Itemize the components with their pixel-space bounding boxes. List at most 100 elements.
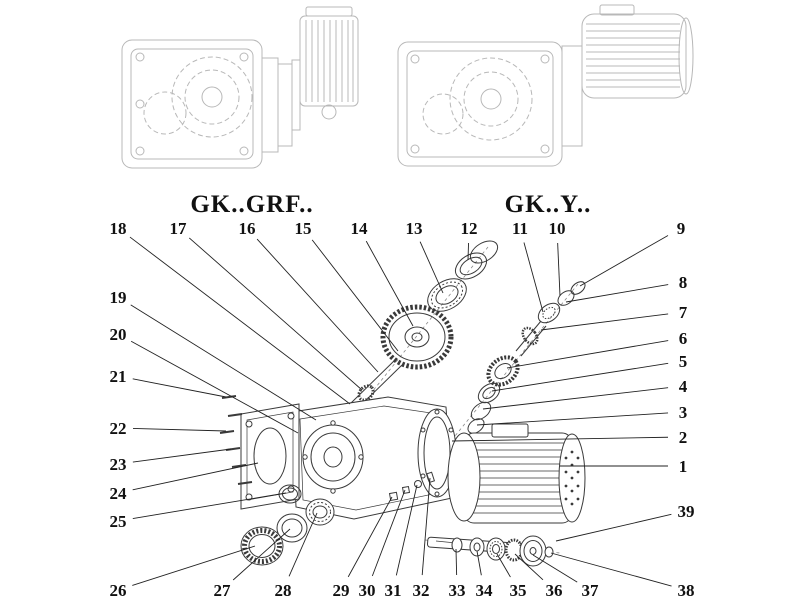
- part-number-8: 8: [679, 273, 688, 292]
- part-number-19: 19: [110, 288, 127, 307]
- input-pinion-shaft: [515, 320, 547, 357]
- part-number-13: 13: [406, 219, 423, 238]
- gearbox-drawing-y: [397, 4, 694, 167]
- exploded-view: [219, 240, 586, 567]
- part-number-14: 14: [351, 219, 369, 238]
- leader-line-34: [476, 550, 482, 576]
- cover-rings: [240, 498, 335, 566]
- output-washer: [469, 537, 485, 557]
- part-number-31: 31: [385, 581, 402, 600]
- part-number-37: 37: [582, 581, 600, 600]
- leader-line-2: [451, 436, 669, 442]
- leader-line-21: [132, 378, 227, 398]
- leader-line-37: [532, 554, 578, 583]
- part-number-38: 38: [678, 581, 695, 600]
- part-number-30: 30: [359, 581, 376, 600]
- part-number-15: 15: [295, 219, 312, 238]
- bevel-gear: [486, 355, 520, 387]
- seal-ring: [276, 513, 308, 543]
- main-gear-train: [348, 240, 499, 412]
- leader-line-14: [365, 240, 414, 327]
- leader-line-31: [395, 484, 418, 576]
- leader-line-38: [550, 552, 672, 587]
- o-ring: [467, 418, 485, 434]
- thin-ring: [470, 401, 492, 421]
- part-number-32: 32: [413, 581, 430, 600]
- leader-line-12: [467, 242, 469, 261]
- part-number-12: 12: [461, 219, 478, 238]
- part-number-35: 35: [510, 581, 527, 600]
- part-number-34: 34: [476, 581, 494, 600]
- part-number-6: 6: [679, 329, 688, 348]
- leader-line-20: [130, 340, 299, 434]
- leader-line-17: [188, 237, 363, 391]
- part-number-24: 24: [110, 484, 128, 503]
- leader-line-16: [256, 238, 379, 373]
- leader-line-9: [579, 235, 669, 287]
- leader-line-13: [419, 241, 444, 294]
- leader-line-4: [482, 387, 669, 410]
- washer-ring: [477, 382, 501, 404]
- leader-line-18: [129, 236, 351, 405]
- part-number-23: 23: [110, 455, 127, 474]
- end-nut: [544, 546, 554, 558]
- part-number-2: 2: [679, 428, 688, 447]
- part-number-7: 7: [679, 303, 688, 322]
- part-number-17: 17: [170, 219, 188, 238]
- snap-ring: [469, 240, 499, 264]
- leader-line-15: [311, 239, 399, 352]
- leader-line-33: [455, 548, 458, 576]
- leader-line-8: [565, 284, 669, 303]
- model-title-grf: GK..GRF..: [190, 191, 314, 218]
- leader-line-23: [132, 448, 232, 463]
- part-number-26: 26: [110, 581, 127, 600]
- part-number-33: 33: [449, 581, 466, 600]
- main-gear: [380, 304, 454, 370]
- model-title-y: GK..Y..: [504, 191, 592, 218]
- leader-line-11: [523, 242, 544, 313]
- part-number-28: 28: [275, 581, 292, 600]
- part-number-10: 10: [549, 219, 566, 238]
- input-bearing: [537, 302, 561, 324]
- part-number-11: 11: [512, 219, 528, 238]
- part-number-29: 29: [333, 581, 350, 600]
- leader-line-7: [540, 313, 669, 331]
- leader-line-29: [347, 496, 393, 578]
- part-number-4: 4: [679, 377, 688, 396]
- part-number-36: 36: [546, 581, 563, 600]
- part-number-16: 16: [239, 219, 256, 238]
- part-number-5: 5: [679, 352, 688, 371]
- leader-line-22: [132, 427, 227, 432]
- part-number-18: 18: [110, 219, 127, 238]
- part-number-25: 25: [110, 512, 127, 531]
- part-number-22: 22: [110, 419, 127, 438]
- leader-line-35: [496, 553, 511, 578]
- part-number-39: 39: [678, 502, 695, 521]
- upper-bearing: [427, 278, 467, 312]
- leader-line-19: [130, 304, 317, 421]
- part-number-21: 21: [110, 367, 127, 386]
- leader-line-6: [506, 340, 669, 369]
- small-fasteners: [388, 471, 436, 502]
- leader-line-24: [132, 462, 259, 491]
- leader-line-39: [555, 513, 672, 542]
- leader-line-5: [491, 362, 669, 392]
- shim-ring: [240, 526, 284, 566]
- input-spacer: [557, 290, 575, 306]
- leader-line-10: [557, 242, 561, 297]
- mounting-bolts: [219, 395, 253, 485]
- part-number-3: 3: [679, 403, 688, 422]
- leader-line-26: [132, 545, 256, 586]
- leader-line-32: [421, 477, 431, 576]
- housing: [291, 396, 457, 520]
- motor: [447, 423, 586, 524]
- leader-line-3: [476, 412, 669, 426]
- leader-line-28: [288, 512, 318, 577]
- lower-bearing: [305, 498, 335, 526]
- input-shaft-parts: [467, 281, 586, 434]
- part-number-1: 1: [679, 457, 688, 476]
- spacer-ring: [454, 252, 488, 280]
